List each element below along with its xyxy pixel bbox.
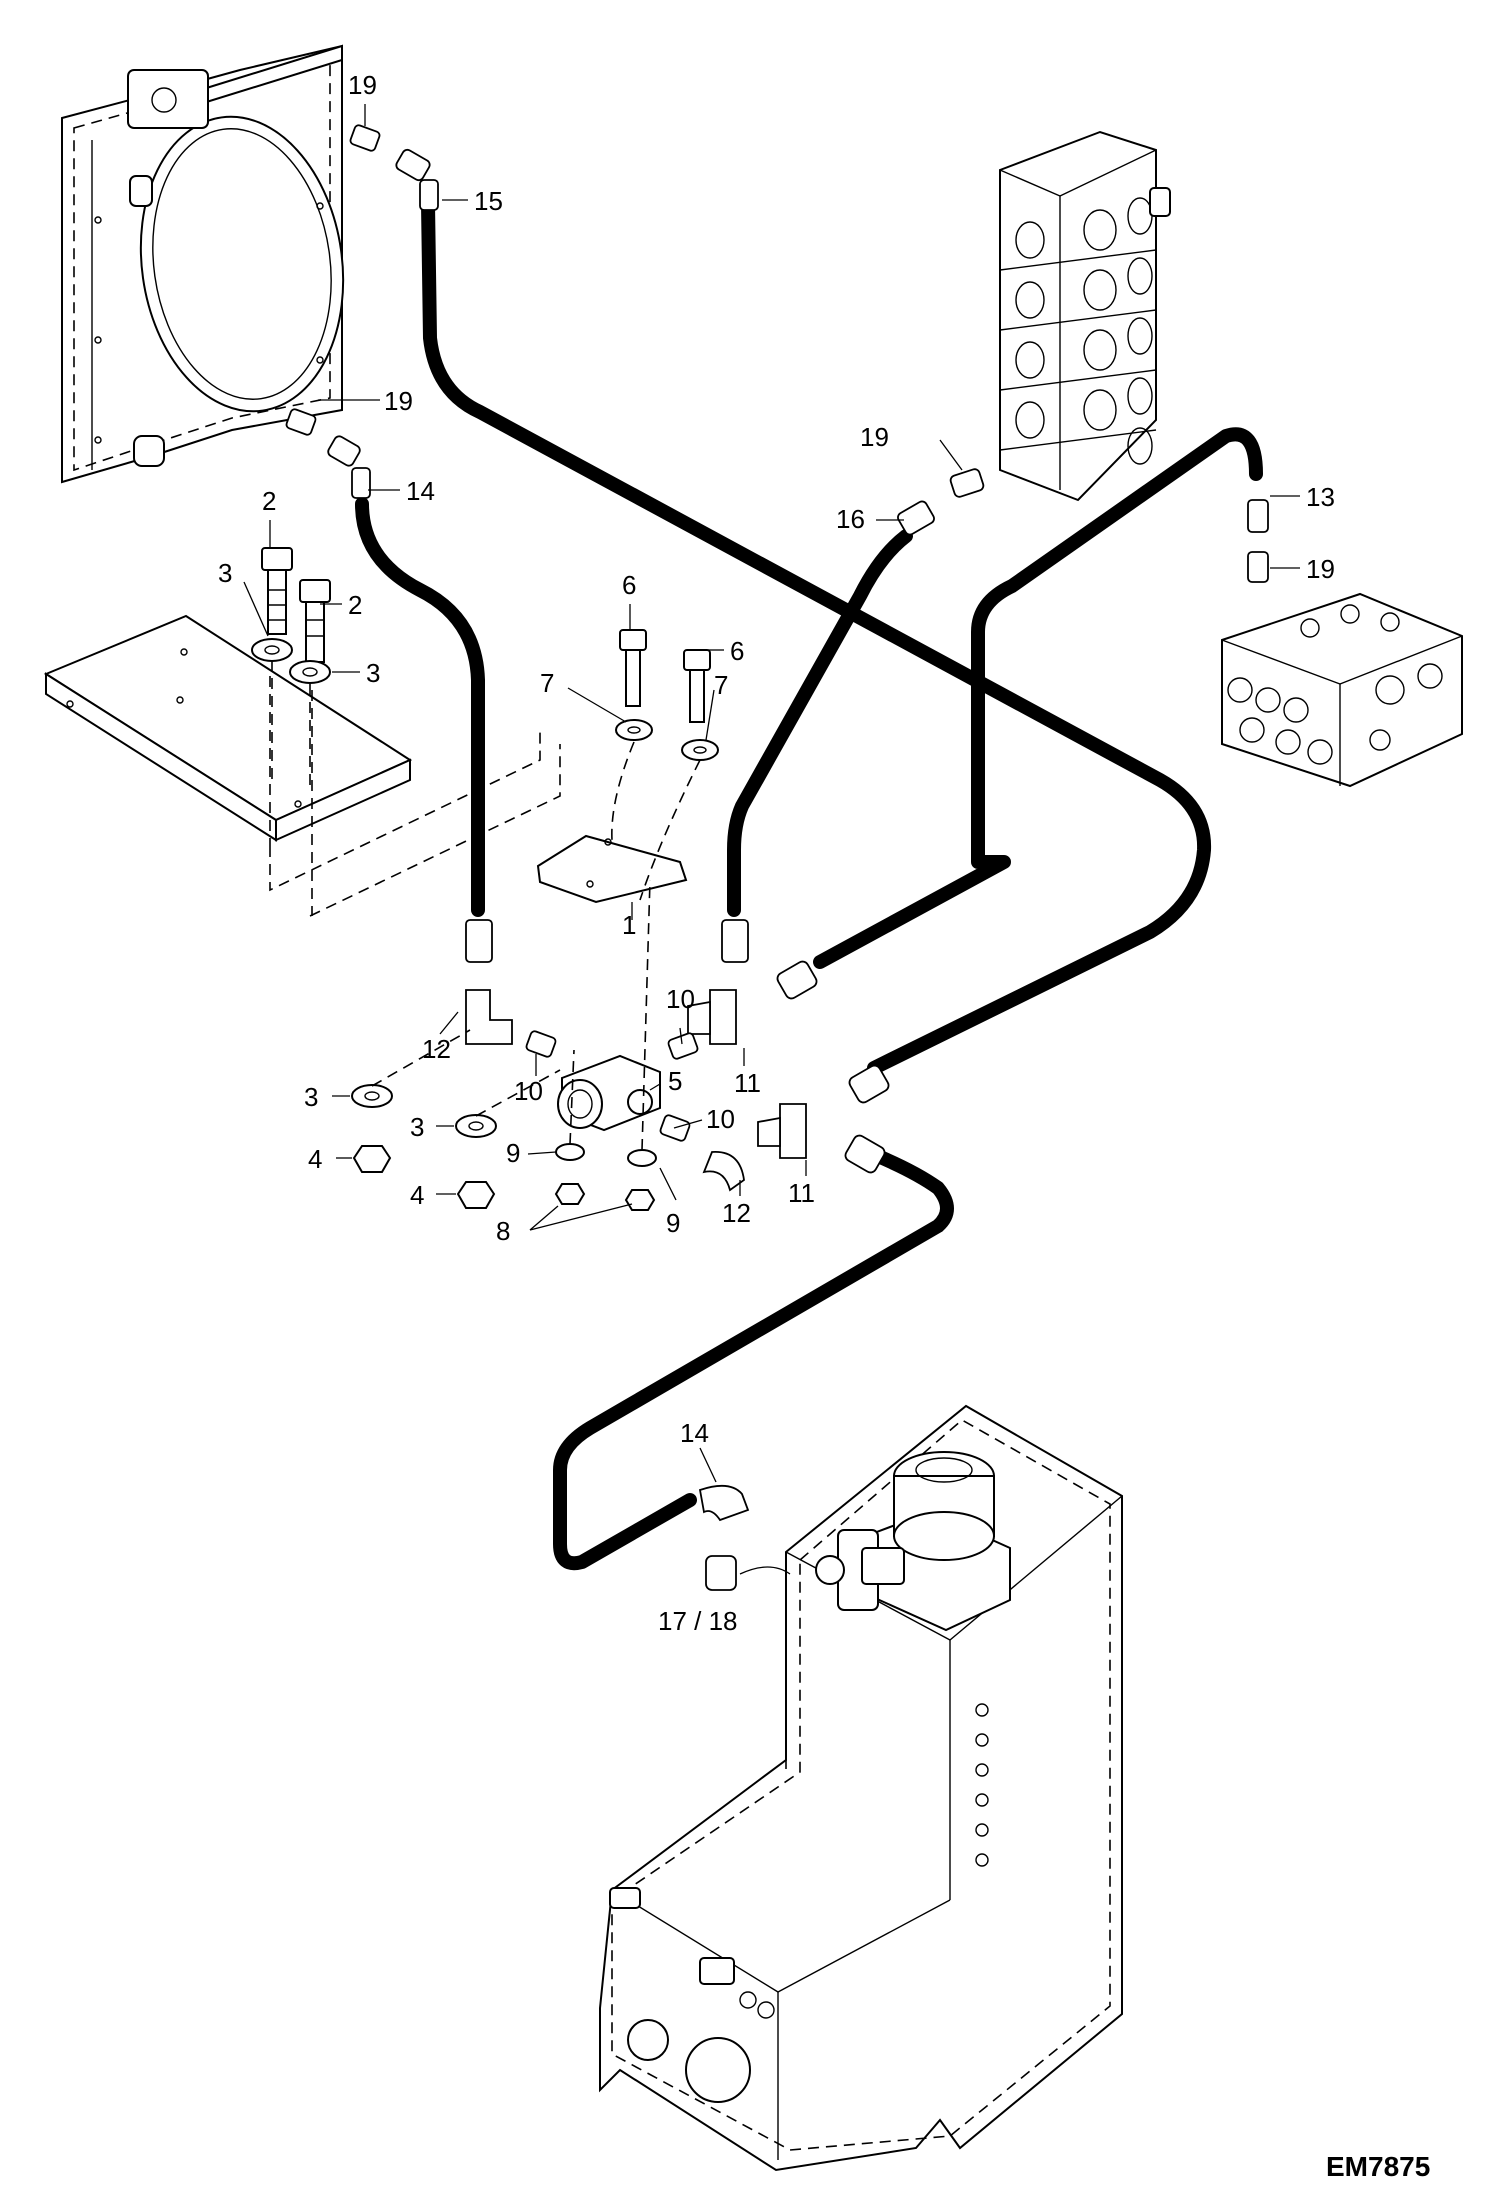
callout-19: 19 (1306, 554, 1335, 584)
callout-12: 12 (722, 1198, 751, 1228)
callout-19: 19 (348, 70, 377, 100)
callout-13: 13 (1306, 482, 1335, 512)
callout-11: 11 (788, 1178, 815, 1208)
callout-7: 7 (714, 670, 728, 700)
callout-leaders (243, 104, 1300, 1575)
callout-19: 19 (860, 422, 889, 452)
callout-12: 12 (422, 1034, 451, 1064)
callout-14: 14 (406, 476, 435, 506)
control-valve-bank (999, 130, 1171, 502)
callout-4: 4 (308, 1144, 322, 1174)
callout-8: 8 (496, 1216, 510, 1246)
callout-3: 3 (410, 1112, 424, 1142)
fittings (285, 124, 1269, 1591)
callout-3: 3 (304, 1082, 318, 1112)
callout-3: 3 (366, 658, 380, 688)
callout-9: 9 (666, 1208, 680, 1238)
drawing-code: EM7875 (1326, 2151, 1430, 2182)
hoses (355, 197, 1263, 1571)
callout-7: 7 (540, 668, 554, 698)
callout-10: 10 (706, 1104, 735, 1134)
auxiliary-valve-block (1221, 592, 1463, 788)
hardware (251, 547, 719, 1211)
hose-14-upper (355, 497, 485, 917)
callout-15: 15 (474, 186, 503, 216)
callout-6: 6 (730, 636, 744, 666)
hose-13 (813, 427, 1263, 969)
callout-10: 10 (514, 1076, 543, 1106)
hydraulic-tank (599, 1404, 1123, 2172)
callout-3: 3 (218, 558, 232, 588)
callout-19: 19 (384, 386, 413, 416)
callout-11: 11 (734, 1068, 761, 1098)
callout-1: 1 (622, 910, 636, 940)
callout-14: 14 (680, 1418, 709, 1448)
callout-5: 5 (668, 1066, 682, 1096)
callout-9: 9 (506, 1138, 520, 1168)
hose-14-lower (553, 1141, 954, 1571)
callout-2: 2 (262, 486, 276, 516)
hose-16 (727, 529, 913, 917)
hose-15 (421, 197, 1212, 1075)
callout-4: 4 (410, 1180, 424, 1210)
callout-6: 6 (622, 570, 636, 600)
callout-16: 16 (836, 504, 865, 534)
callout-2: 2 (348, 590, 362, 620)
radiator-oil-cooler (61, 44, 345, 484)
callout-17-18: 17 / 18 (658, 1606, 738, 1636)
callout-10: 10 (666, 984, 695, 1014)
mounting-bracket (43, 614, 561, 917)
callout-numbers: 19 15 19 14 2 3 2 3 6 6 7 7 1 19 16 13 1… (218, 70, 1335, 1636)
